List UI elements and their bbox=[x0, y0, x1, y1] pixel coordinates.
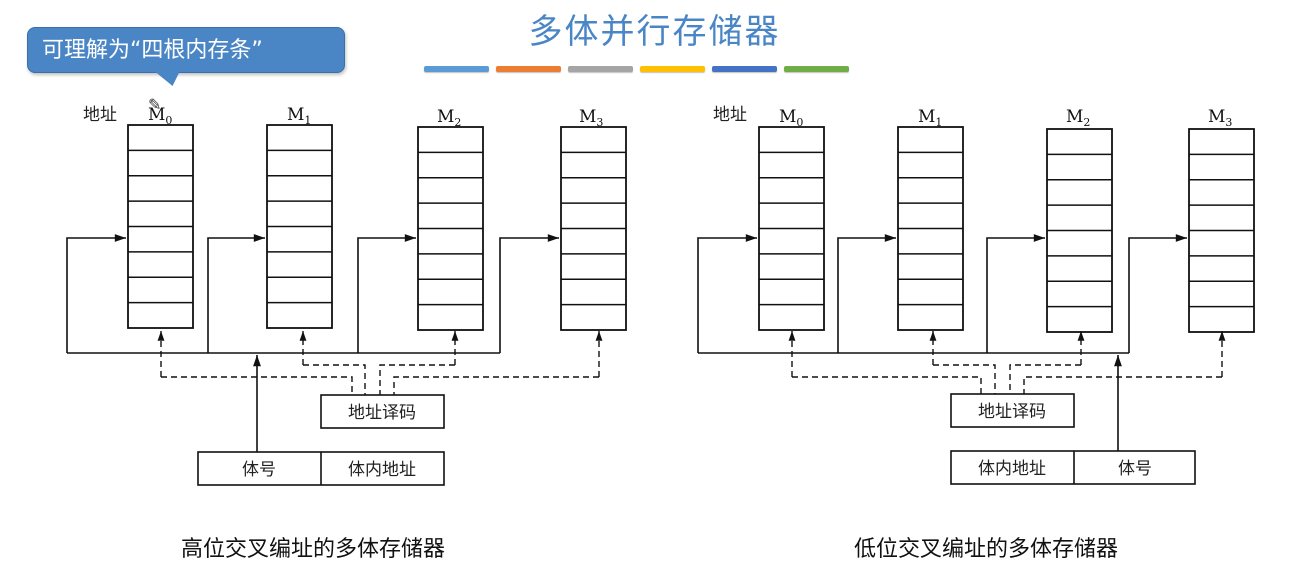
accent-bar bbox=[640, 66, 705, 72]
module-label-m0: M0 bbox=[779, 107, 803, 129]
field-bank-number: 体号 bbox=[1118, 459, 1152, 479]
module-label-m2: M2 bbox=[437, 107, 461, 129]
module-label-m1: M1 bbox=[918, 107, 942, 129]
accent-bar bbox=[784, 66, 849, 72]
memory-module-m1 bbox=[266, 124, 333, 329]
caption-low-order: 低位交叉编址的多体存储器 bbox=[854, 537, 1118, 562]
module-label-m1: M1 bbox=[287, 105, 311, 127]
svg-text:M2: M2 bbox=[437, 107, 461, 129]
address-decoder-box bbox=[950, 393, 1075, 428]
address-bus bbox=[66, 234, 560, 452]
svg-text:M0: M0 bbox=[779, 107, 803, 129]
address-register: 体内地址 体号 bbox=[950, 450, 1196, 485]
address-label: 地址 bbox=[83, 105, 117, 125]
module-label-m3: M3 bbox=[1208, 107, 1232, 129]
memory-module-m3 bbox=[1188, 128, 1255, 333]
accent-bar bbox=[568, 66, 633, 72]
address-bus bbox=[697, 234, 1187, 452]
address-decoder-label: 地址译码 bbox=[978, 402, 1046, 422]
memory-module-m0 bbox=[127, 124, 194, 329]
accent-bar bbox=[496, 66, 561, 72]
svg-text:M0: M0 bbox=[148, 105, 172, 127]
svg-text:M2: M2 bbox=[1066, 107, 1090, 129]
field-in-bank-address: 体内地址 bbox=[978, 459, 1046, 479]
svg-text:M3: M3 bbox=[579, 107, 603, 129]
accent-bar bbox=[424, 66, 489, 72]
address-label: 地址 bbox=[713, 105, 747, 125]
address-decoder-box bbox=[320, 394, 445, 429]
caption-high-order: 高位交叉编址的多体存储器 bbox=[181, 537, 445, 562]
decoder-select-lines bbox=[788, 331, 1226, 395]
accent-bar bbox=[712, 66, 777, 72]
field-in-bank-address: 体内地址 bbox=[348, 460, 416, 480]
low-order-diagram: 地址 M0 M1 M2 M3 地址译码 体内地 bbox=[697, 105, 1255, 562]
svg-text:M1: M1 bbox=[287, 105, 311, 127]
memory-module-m2 bbox=[417, 126, 484, 331]
callout-bubble: 可理解为“四根内存条” bbox=[27, 27, 345, 73]
address-decoder-label: 地址译码 bbox=[348, 403, 416, 423]
field-bank-number: 体号 bbox=[242, 460, 276, 480]
memory-module-m1 bbox=[897, 126, 964, 331]
module-label-m3: M3 bbox=[579, 107, 603, 129]
slide-title: 多体并行存储器 bbox=[528, 12, 781, 52]
decoder-select-lines bbox=[157, 331, 603, 395]
module-label-m0: M0 bbox=[148, 105, 172, 127]
pencil-cursor-icon: ✎ bbox=[148, 95, 162, 114]
memory-module-m0 bbox=[758, 126, 825, 331]
accent-bars bbox=[424, 66, 849, 72]
svg-text:M3: M3 bbox=[1208, 107, 1232, 129]
svg-text:M1: M1 bbox=[918, 107, 942, 129]
high-order-diagram: 地址 M0 M1 M2 M3 地址译码 bbox=[66, 105, 627, 562]
module-label-m2: M2 bbox=[1066, 107, 1090, 129]
address-register: 体号 体内地址 bbox=[197, 451, 445, 486]
memory-module-m2 bbox=[1046, 128, 1113, 333]
memory-module-m3 bbox=[560, 126, 627, 331]
